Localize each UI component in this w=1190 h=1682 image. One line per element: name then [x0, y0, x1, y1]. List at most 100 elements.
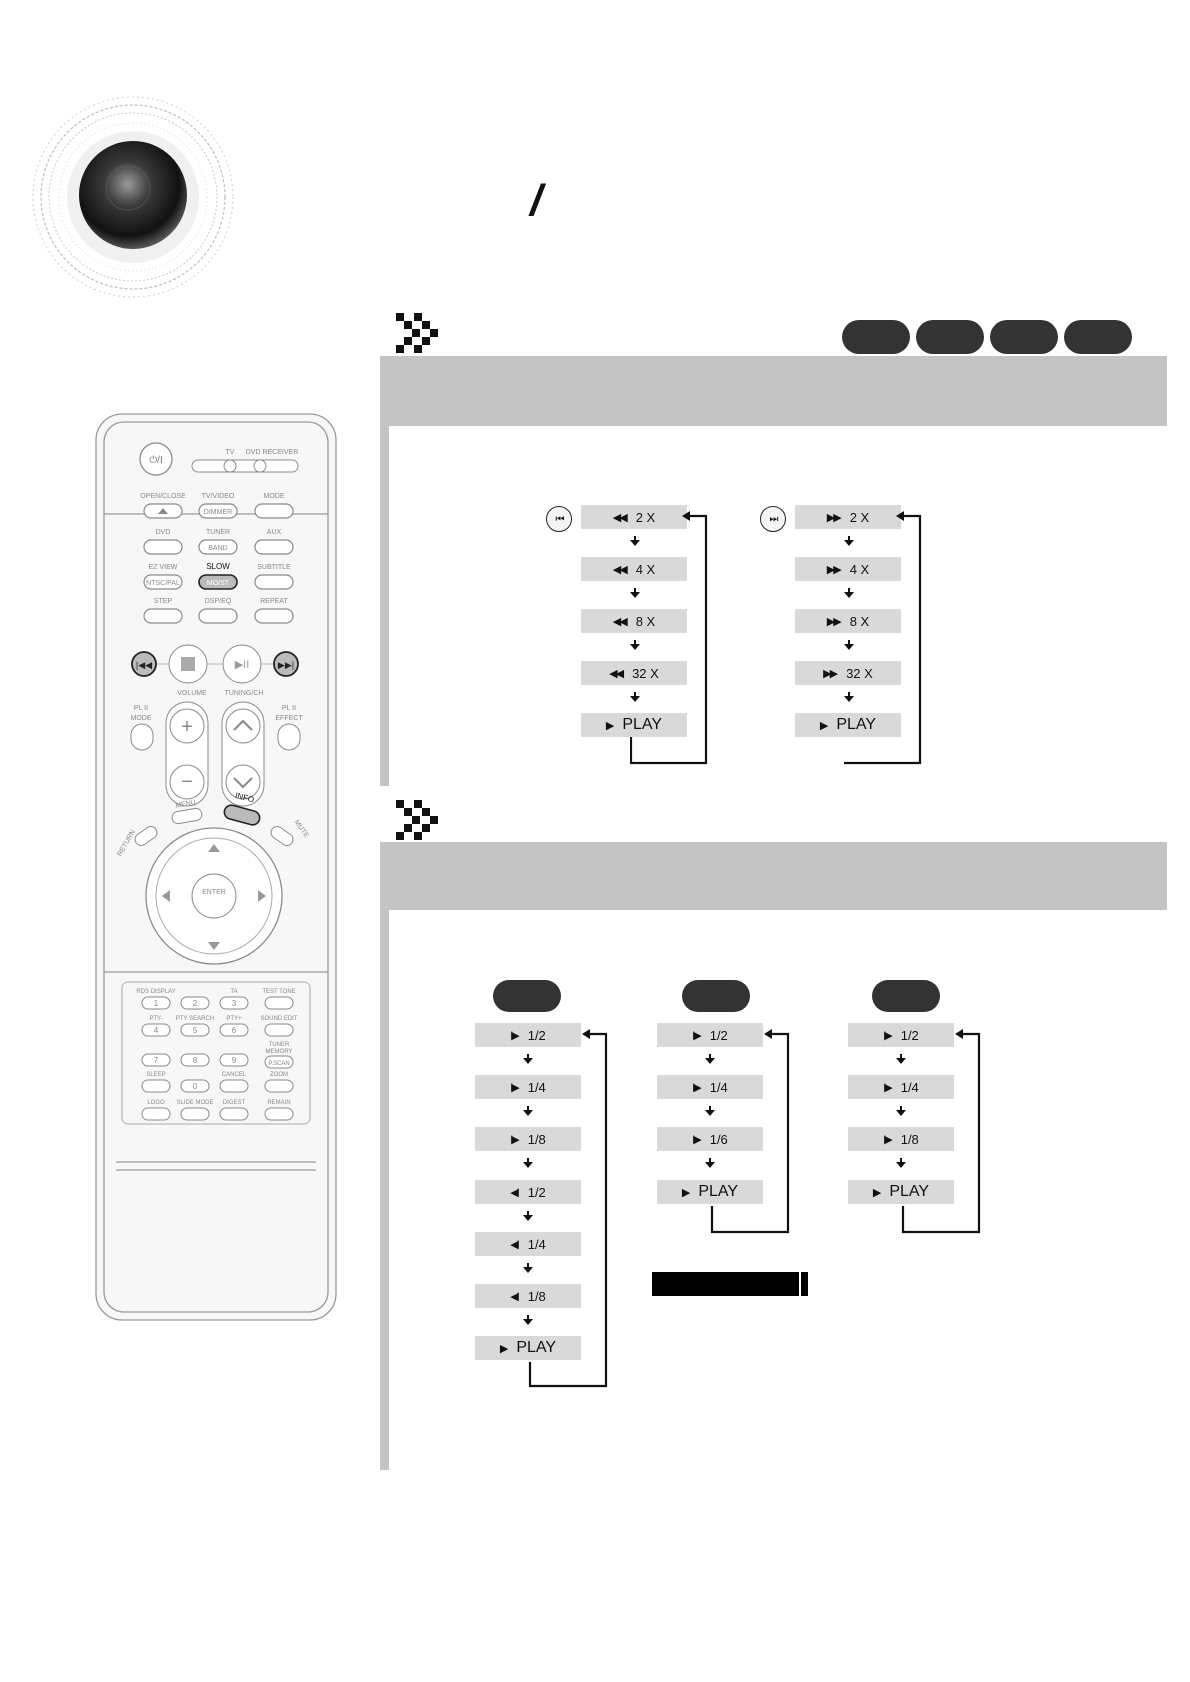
remote-open-close-label: OPEN/CLOSE [140, 493, 186, 500]
remote-play-pause-icon: ▶II [235, 659, 250, 671]
remote-sound-edit-label: SOUND EDIT [260, 1016, 297, 1022]
col3-loop-line [901, 1029, 981, 1234]
skip-forward-icon: ⏭ [760, 506, 786, 532]
remote-slow-label: SLOW [206, 562, 230, 571]
arrow-down-icon [844, 692, 854, 702]
remote-skip-back-icon: |◀◀ [136, 660, 152, 670]
remote-test-tone-label: TEST TONE [262, 989, 295, 995]
remote-sleep-label: SLEEP [146, 1072, 165, 1078]
arrow-down-icon [523, 1054, 533, 1064]
arrow-down-icon [844, 536, 854, 546]
remote-pl2-effect-bottom-label: EFFECT [275, 715, 303, 722]
rewind-step-3: ◀◀8 X [581, 609, 687, 633]
forward-step-1: ▶▶2 X [795, 505, 901, 529]
remote-tuner-memory-label-1: TUNER [269, 1042, 290, 1048]
remote-repeat-label: REPEAT [260, 598, 288, 605]
forward-step-4: ▶▶32 X [795, 661, 901, 685]
arrow-down-icon [523, 1315, 533, 1325]
remote-slide-mode-label: SLIDE MODE [176, 1100, 213, 1106]
remote-pty-minus-label: PTY- [149, 1016, 162, 1022]
section1-header-band [380, 356, 1167, 426]
remote-ta-label: TA [230, 989, 237, 995]
slow-play-col1: ▶PLAY [475, 1336, 581, 1360]
remote-dsp-eq-label: DSP/EQ [205, 598, 232, 605]
arrow-down-icon [705, 1054, 715, 1064]
skip-back-icon: ⏮ [546, 506, 572, 532]
disc-badge-col2 [682, 980, 750, 1012]
section2-chevron-icon [396, 800, 438, 840]
remote-pty-plus-label: PTY+ [226, 1016, 242, 1022]
remote-ez-view-label: EZ VIEW [149, 564, 178, 571]
svg-text:+: + [181, 716, 193, 738]
remote-subtitle-label: SUBTITLE [257, 564, 291, 571]
arrow-down-icon [523, 1106, 533, 1116]
remote-tv-label: TV [226, 449, 235, 456]
section2-header-band [380, 842, 1167, 910]
remote-mode-label: MODE [264, 493, 285, 500]
remote-pl2-effect-top-label: PL II [282, 705, 296, 712]
remote-aux-label: AUX [267, 529, 282, 536]
remote-pl2-mode-top-label: PL II [134, 705, 148, 712]
remote-power-label: ⏻/I [149, 455, 162, 466]
arrow-down-icon [523, 1158, 533, 1168]
remote-key-0: 0 [193, 1082, 198, 1091]
arrow-down-icon [896, 1054, 906, 1064]
remote-key-5: 5 [193, 1026, 198, 1035]
remote-skip-forward-icon: ▶▶| [278, 660, 294, 670]
remote-zoom-label: ZOOM [270, 1072, 288, 1078]
page-title-slash: / [530, 176, 543, 225]
remote-dvd-label: DVD [156, 529, 171, 536]
arrow-down-icon [896, 1158, 906, 1168]
arrow-down-icon [630, 692, 640, 702]
rewind-loop-line [630, 511, 708, 765]
col2-play: ▶PLAY [657, 1180, 763, 1204]
remote-pty-search-label: PTY SEARCH [176, 1016, 214, 1022]
remote-key-3: 3 [232, 999, 237, 1008]
rewind-step-4: ◀◀32 X [581, 661, 687, 685]
remote-p-scan-label: P.SCAN [268, 1061, 290, 1067]
slow-step-3: I▶1/8 [475, 1127, 581, 1151]
remote-ntsc-pal-label: NTSC/PAL [146, 580, 180, 587]
arrow-down-icon [630, 536, 640, 546]
col3-step-1: I▶1/2 [848, 1023, 954, 1047]
section1-side-bar [380, 426, 389, 786]
remote-key-6: 6 [232, 1026, 237, 1035]
forward-step-2: ▶▶4 X [795, 557, 901, 581]
arrow-down-icon [630, 640, 640, 650]
col3-step-2: I▶1/4 [848, 1075, 954, 1099]
remote-mo-st-label: MO/ST [207, 580, 230, 587]
arrow-down-icon [844, 588, 854, 598]
remote-volume-label: VOLUME [177, 690, 207, 697]
black-note-bar [652, 1272, 808, 1296]
arrow-down-icon [630, 588, 640, 598]
remote-band-label: BAND [208, 545, 227, 552]
arrow-down-icon [523, 1263, 533, 1273]
forward-loop-line [844, 511, 922, 765]
slow-step-2: I▶1/4 [475, 1075, 581, 1099]
rewind-step-1: ◀◀2 X [581, 505, 687, 529]
arrow-down-icon [896, 1106, 906, 1116]
section1-chevron-icon [396, 313, 438, 353]
svg-text:−: − [181, 771, 193, 793]
forward-play: ▶PLAY [795, 713, 901, 737]
remote-enter-label: ENTER [202, 889, 226, 896]
remote-key-4: 4 [154, 1026, 159, 1035]
col3-step-3: I▶1/8 [848, 1127, 954, 1151]
remote-remain-label: REMAIN [267, 1100, 290, 1106]
rewind-play: ▶PLAY [581, 713, 687, 737]
remote-cancel-label: CANCEL [222, 1072, 247, 1078]
remote-power-button [139, 442, 173, 476]
remote-tuning-ch-label: TUNING/CH [225, 690, 264, 697]
disc-badge-4 [1064, 320, 1132, 354]
remote-tuner-memory-label-2: MEMORY [266, 1049, 293, 1055]
remote-pl2-mode-bottom-label: MODE [131, 715, 152, 722]
arrow-down-icon [705, 1158, 715, 1168]
slow-step-1: I▶1/2 [475, 1023, 581, 1047]
remote-tv-video-label: TV/VIDEO [202, 493, 235, 500]
disc-badge-col1 [493, 980, 561, 1012]
rewind-step-2: ◀◀4 X [581, 557, 687, 581]
section2-side-bar [380, 910, 389, 1470]
remote-key-2: 2 [193, 999, 198, 1008]
